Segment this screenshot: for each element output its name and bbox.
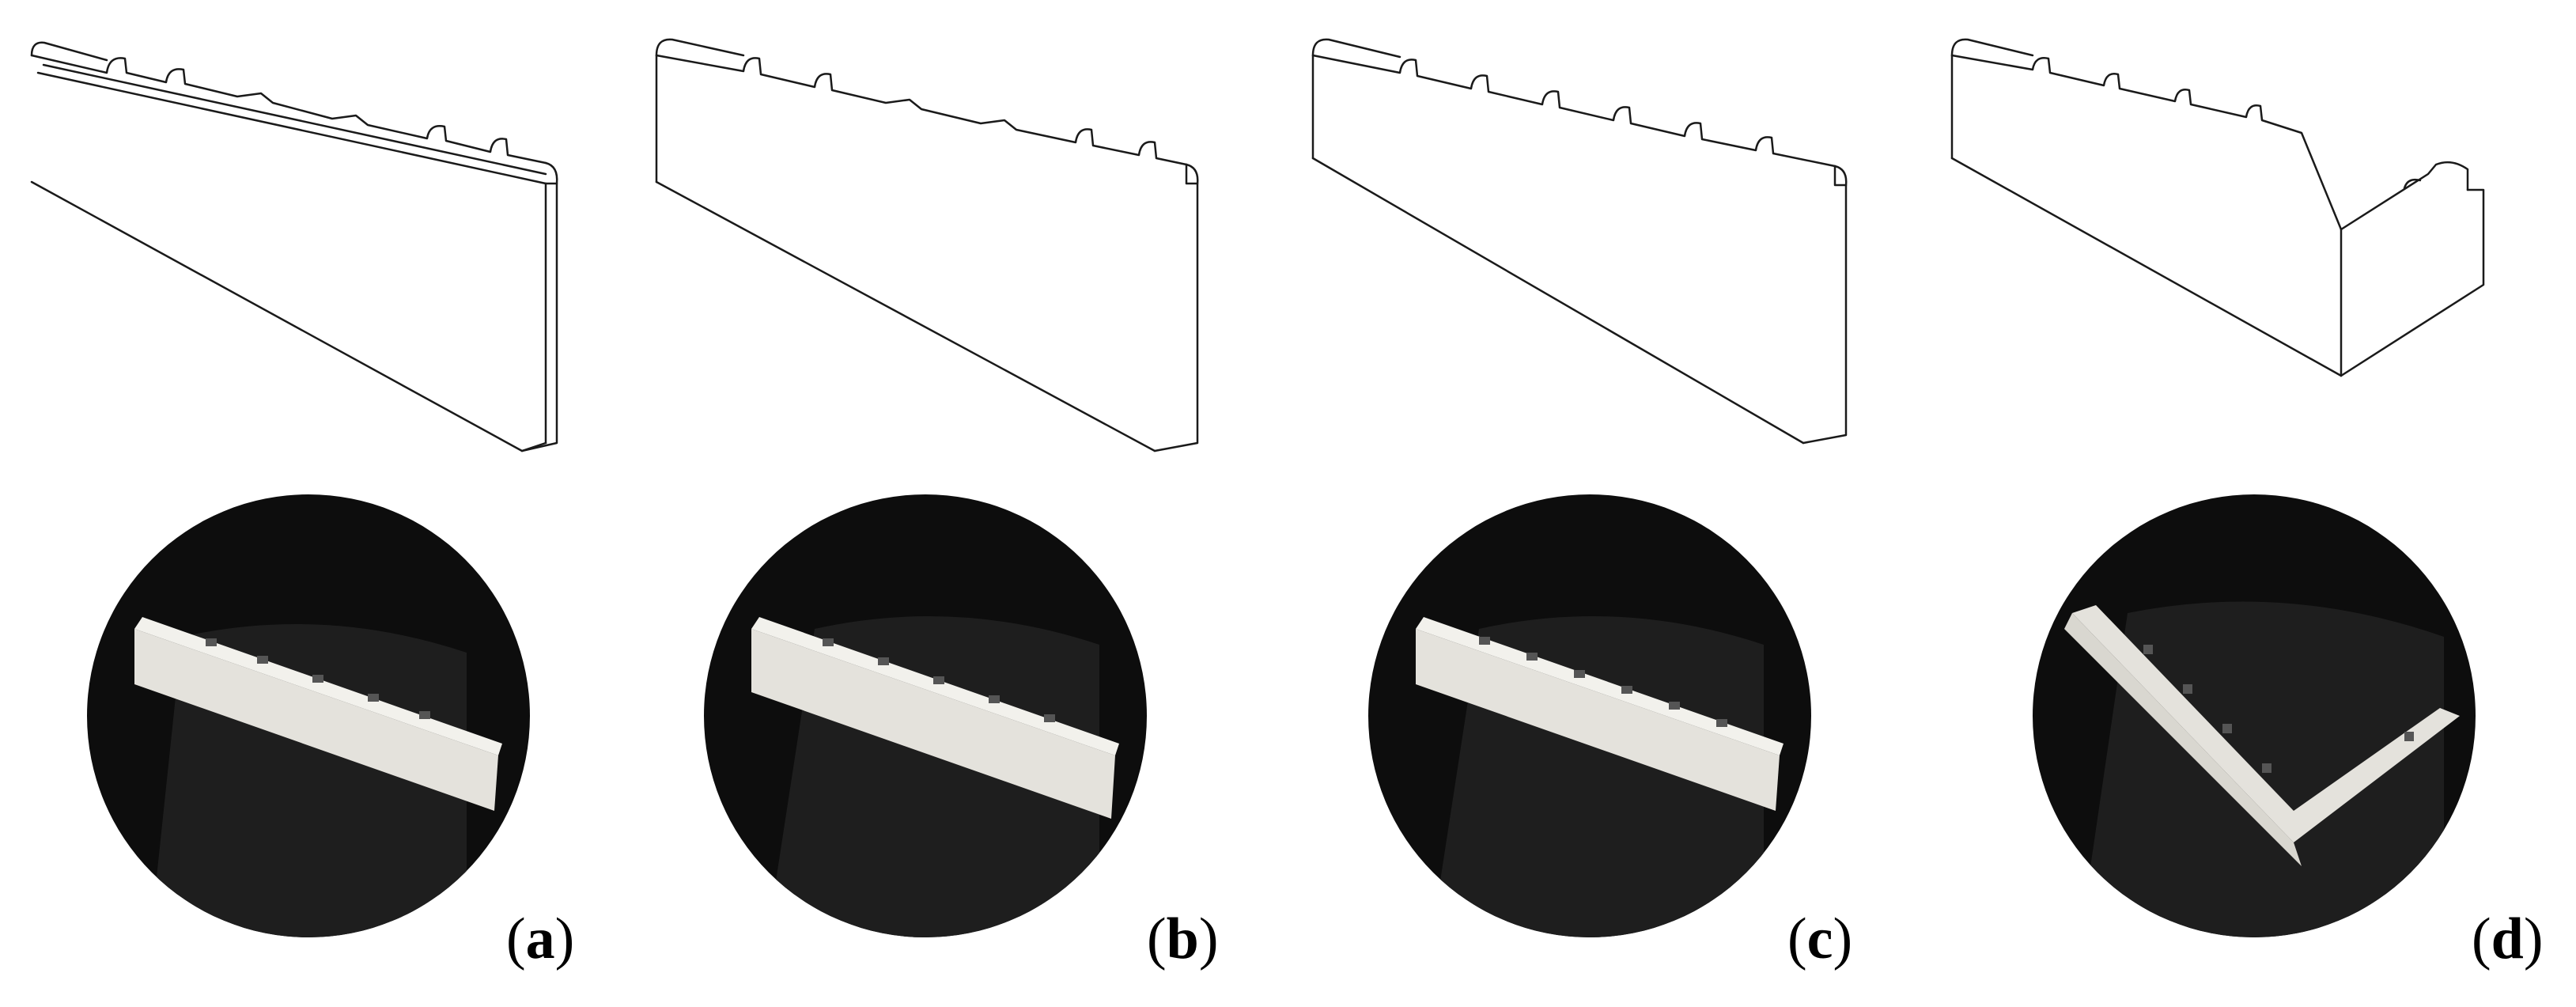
panel-a: (a) bbox=[0, 0, 633, 1007]
brick-drawing-c bbox=[1311, 38, 1848, 445]
panel-label-c: (c) bbox=[1787, 907, 1853, 971]
panel-label-d: (d) bbox=[2472, 907, 2544, 971]
line-drawing-b bbox=[633, 0, 1265, 490]
panel-c: (c) bbox=[1281, 0, 1914, 1007]
panel-label-a: (a) bbox=[506, 907, 575, 971]
brick-photo-d bbox=[2033, 494, 2476, 937]
brick-drawing-d bbox=[1950, 38, 2485, 377]
brick-photo-a bbox=[87, 494, 530, 937]
panel-b: (b) bbox=[633, 0, 1265, 1007]
line-drawing-a bbox=[0, 0, 633, 490]
panel-label-b: (b) bbox=[1147, 907, 1219, 971]
line-drawing-d bbox=[1914, 0, 2547, 490]
line-drawing-c bbox=[1281, 0, 1914, 490]
brick-drawing-a bbox=[30, 41, 558, 452]
brick-photo-c bbox=[1368, 494, 1811, 937]
brick-drawing-b bbox=[655, 38, 1199, 452]
panel-d: (d) bbox=[1914, 0, 2547, 1007]
brick-photo-b bbox=[704, 494, 1147, 937]
